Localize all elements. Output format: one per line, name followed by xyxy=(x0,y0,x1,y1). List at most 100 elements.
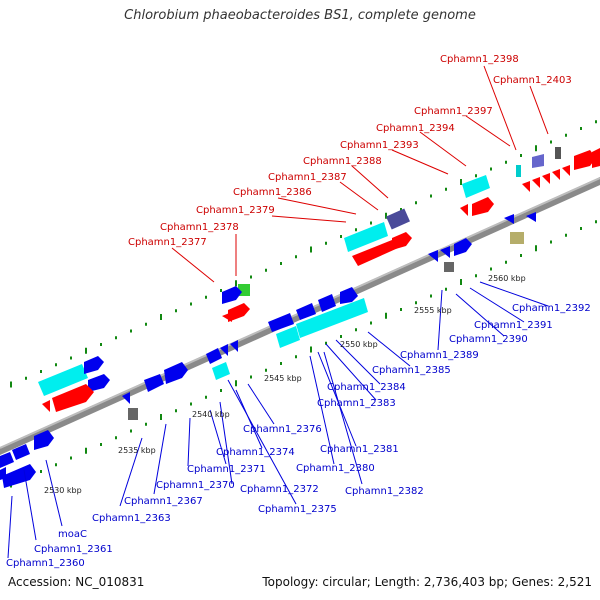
cds-2389c xyxy=(428,250,438,262)
tick-mark xyxy=(265,268,267,272)
tick-mark xyxy=(430,294,432,298)
gene-label: Cphamn1_2403 xyxy=(493,75,572,86)
cds-run-3 xyxy=(542,173,550,184)
lower-leader-lines xyxy=(7,281,549,559)
tick-mark xyxy=(100,343,102,346)
tick-mark xyxy=(145,422,147,426)
kbp-label: 2535 kbp xyxy=(118,446,156,455)
tick-mark xyxy=(370,221,372,225)
gene-label: Cphamn1_2397 xyxy=(414,106,493,117)
tick-mark xyxy=(460,179,462,185)
gene-2376 xyxy=(276,326,300,348)
cds-2385 xyxy=(340,287,358,304)
misc-2391 xyxy=(510,232,524,244)
tick-mark xyxy=(250,275,252,279)
tick-mark xyxy=(550,240,552,244)
tick-mark xyxy=(520,254,522,257)
cds-2360 xyxy=(2,464,36,488)
cds-moaC xyxy=(12,444,30,460)
tick-mark xyxy=(175,309,177,313)
gene-label: Cphamn1_2382 xyxy=(345,486,424,497)
cds-run-1 xyxy=(522,181,530,192)
cds-run-4 xyxy=(552,169,560,180)
gene-label: Cphamn1_2370 xyxy=(156,480,235,491)
tick-mark xyxy=(415,301,417,305)
cds-left-red-2 xyxy=(42,400,50,412)
gene-label: moaC xyxy=(58,529,87,540)
tick-mark xyxy=(55,363,57,367)
lower-features xyxy=(0,212,536,488)
tick-mark xyxy=(295,255,297,259)
cds-left-upper-2 xyxy=(88,374,110,392)
tick-mark xyxy=(400,208,402,211)
cds-2383 xyxy=(296,303,316,320)
tick-mark xyxy=(280,262,282,265)
gene-2393 xyxy=(462,175,490,198)
tick-mark xyxy=(130,429,132,433)
cds-left-lower xyxy=(0,467,6,480)
gene-label: Cphamn1_2390 xyxy=(449,334,528,345)
cds-2390 xyxy=(504,214,514,224)
kbp-label: 2545 kbp xyxy=(264,374,302,383)
cds-2392 xyxy=(526,212,536,222)
gene-label: Cphamn1_2360 xyxy=(6,558,85,569)
tick-mark xyxy=(205,395,207,399)
cds-2367 xyxy=(122,392,130,404)
tick-mark xyxy=(205,295,207,299)
tick-mark xyxy=(340,235,342,238)
tick-mark xyxy=(415,201,417,205)
upper-tick-row xyxy=(10,120,597,388)
gene-label: Cphamn1_2383 xyxy=(317,398,396,409)
gene-label: Cphamn1_2384 xyxy=(327,382,406,393)
tick-mark xyxy=(265,368,267,372)
gene-label: Cphamn1_2389 xyxy=(400,350,479,361)
tick-mark xyxy=(145,322,147,326)
gene-label: Cphamn1_2378 xyxy=(160,222,239,233)
kbp-label: 2530 kbp xyxy=(44,486,82,495)
tick-mark xyxy=(385,212,387,219)
cds-2389b xyxy=(440,246,450,258)
tick-mark xyxy=(160,414,162,420)
tick-mark xyxy=(445,187,447,191)
tick-mark xyxy=(595,220,597,224)
kbp-axis-labels: 2530 kbp 2535 kbp 2540 kbp 2545 kbp 2550… xyxy=(44,274,526,495)
tick-mark xyxy=(430,194,432,198)
cds-2370 xyxy=(144,374,164,392)
tick-mark xyxy=(85,447,87,454)
tick-mark xyxy=(70,356,72,360)
tick-mark xyxy=(490,267,492,271)
tick-mark xyxy=(505,260,507,264)
tick-mark xyxy=(220,289,222,292)
kbp-label: 2540 kbp xyxy=(192,410,230,419)
gene-2386 xyxy=(344,222,388,252)
gene-label: Cphamn1_2394 xyxy=(376,123,455,134)
cds-2389 xyxy=(454,238,472,256)
tick-mark xyxy=(175,409,177,413)
misc-2389 xyxy=(444,262,454,272)
tick-mark xyxy=(55,463,57,467)
tick-mark xyxy=(550,140,552,144)
gene-label: Cphamn1_2387 xyxy=(268,172,347,183)
tick-mark xyxy=(505,160,507,164)
gene-label: Cphamn1_2386 xyxy=(233,187,312,198)
cds-2403b xyxy=(592,148,600,168)
tick-mark xyxy=(295,355,297,359)
tick-mark xyxy=(460,279,462,285)
cds-left-red xyxy=(52,384,94,412)
gene-2380 xyxy=(296,298,368,338)
cds-2394 xyxy=(460,204,468,216)
tick-mark xyxy=(115,336,117,340)
cds-2378 xyxy=(222,286,242,304)
tick-mark xyxy=(325,341,327,345)
tick-mark xyxy=(130,329,132,333)
gene-2378 xyxy=(228,303,250,322)
tick-mark xyxy=(25,376,27,380)
tick-mark xyxy=(475,274,477,278)
gene-label: Cphamn1_2371 xyxy=(187,464,266,475)
gene-label: Cphamn1_2377 xyxy=(128,237,207,248)
tick-mark xyxy=(10,381,12,388)
tick-mark xyxy=(250,375,252,379)
tick-mark xyxy=(340,335,342,338)
tick-mark xyxy=(490,167,492,171)
topology-label: Topology: circular; Length: 2,736,403 bp… xyxy=(262,575,592,589)
